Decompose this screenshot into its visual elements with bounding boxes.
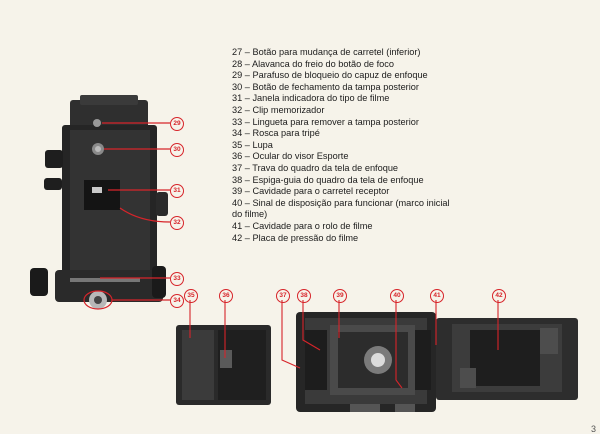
legend-item: 33 – Lingueta para remover a tampa poste… — [232, 116, 419, 127]
marker-40: 40 — [390, 289, 404, 303]
legend-num: 41 — [232, 220, 243, 231]
marker-42: 42 — [492, 289, 506, 303]
legend-item: 29 – Parafuso de bloqueio do capuz de en… — [232, 70, 428, 81]
marker-41: 41 — [430, 289, 444, 303]
legend-num: 31 — [232, 93, 243, 104]
legend-item: 41 – Cavidade para o rolo de filme — [232, 220, 373, 231]
legend-text: Trava do quadro da tela de enfoque — [252, 162, 399, 173]
legend-num: 40 — [232, 197, 243, 208]
legend-text: Botão de fechamento da tampa posterior — [252, 81, 419, 92]
legend-num: 35 — [232, 139, 243, 150]
parts-legend: 27 – Botão para mudança de carretel (inf… — [232, 47, 472, 244]
marker-32: 32 — [170, 216, 184, 230]
legend-num: 36 — [232, 151, 243, 162]
legend-item: 37 – Trava do quadro da tela de enfoque — [232, 162, 399, 173]
marker-33: 33 — [170, 272, 184, 286]
marker-31: 31 — [170, 184, 184, 198]
legend-text: Cavidade para o carretel receptor — [252, 186, 390, 197]
legend-item: 28 – Alavanca do freio do botão de foco — [232, 58, 394, 69]
legend-item: 35 – Lupa — [232, 139, 273, 150]
legend-item: 40 – Sinal de disposição para funcionar … — [232, 197, 450, 220]
marker-34: 34 — [170, 294, 184, 308]
marker-29: 29 — [170, 117, 184, 131]
legend-item: 30 – Botão de fechamento da tampa poster… — [232, 81, 419, 92]
marker-30: 30 — [170, 143, 184, 157]
legend-item: 31 – Janela indicadora do tipo de filme — [232, 93, 390, 104]
legend-item: 42 – Placa de pressão do filme — [232, 232, 359, 243]
legend-num: 33 — [232, 116, 243, 127]
legend-num: 28 — [232, 58, 243, 69]
legend-text: Alavanca do freio do botão de foco — [251, 58, 394, 69]
legend-text: Ocular do visor Esporte — [252, 151, 349, 162]
legend-num: 39 — [232, 186, 243, 197]
legend-text: Sinal de disposição para funcionar (marc… — [232, 197, 450, 220]
legend-item: 38 – Espiga-guia do quadro da tela de en… — [232, 174, 424, 185]
marker-37: 37 — [276, 289, 290, 303]
page-number: 3 — [590, 424, 596, 434]
legend-text: Botão para mudança de carretel (inferior… — [252, 47, 421, 57]
legend-num: 30 — [232, 81, 243, 92]
legend-text: Lingueta para remover a tampa posterior — [252, 116, 419, 127]
legend-num: 42 — [232, 232, 243, 243]
legend-item: 32 – Clip memorizador — [232, 104, 325, 115]
legend-text: Espiga-guia do quadro da tela de enfoque — [252, 174, 424, 185]
legend-text: Cavidade para o rolo de filme — [252, 220, 373, 231]
camera-open-back — [281, 300, 578, 412]
legend-text: Janela indicadora do tipo de filme — [252, 93, 390, 104]
legend-text: Placa de pressão do filme — [252, 232, 359, 243]
legend-text: Parafuso de bloqueio do capuz de enfoque — [252, 70, 428, 81]
legend-text: Rosca para tripé — [252, 128, 320, 139]
legend-item: 39 – Cavidade para o carretel receptor — [232, 186, 390, 197]
legend-item: 27 – Botão para mudança de carretel (inf… — [232, 47, 421, 57]
camera-rear-view — [30, 95, 171, 310]
legend-item: 36 – Ocular do visor Esporte — [232, 151, 349, 162]
marker-38: 38 — [297, 289, 311, 303]
legend-item: 34 – Rosca para tripé — [232, 128, 320, 139]
legend-num: 27 — [232, 47, 243, 57]
marker-39: 39 — [333, 289, 347, 303]
legend-num: 34 — [232, 128, 243, 139]
marker-36: 36 — [219, 289, 233, 303]
legend-num: 37 — [232, 162, 243, 173]
legend-num: 32 — [232, 104, 243, 115]
legend-num: 29 — [232, 70, 243, 81]
legend-text: Clip memorizador — [252, 104, 325, 115]
focusing-hood-open — [176, 300, 271, 405]
legend-num: 38 — [232, 174, 243, 185]
legend-text: Lupa — [252, 139, 273, 150]
marker-35: 35 — [184, 289, 198, 303]
